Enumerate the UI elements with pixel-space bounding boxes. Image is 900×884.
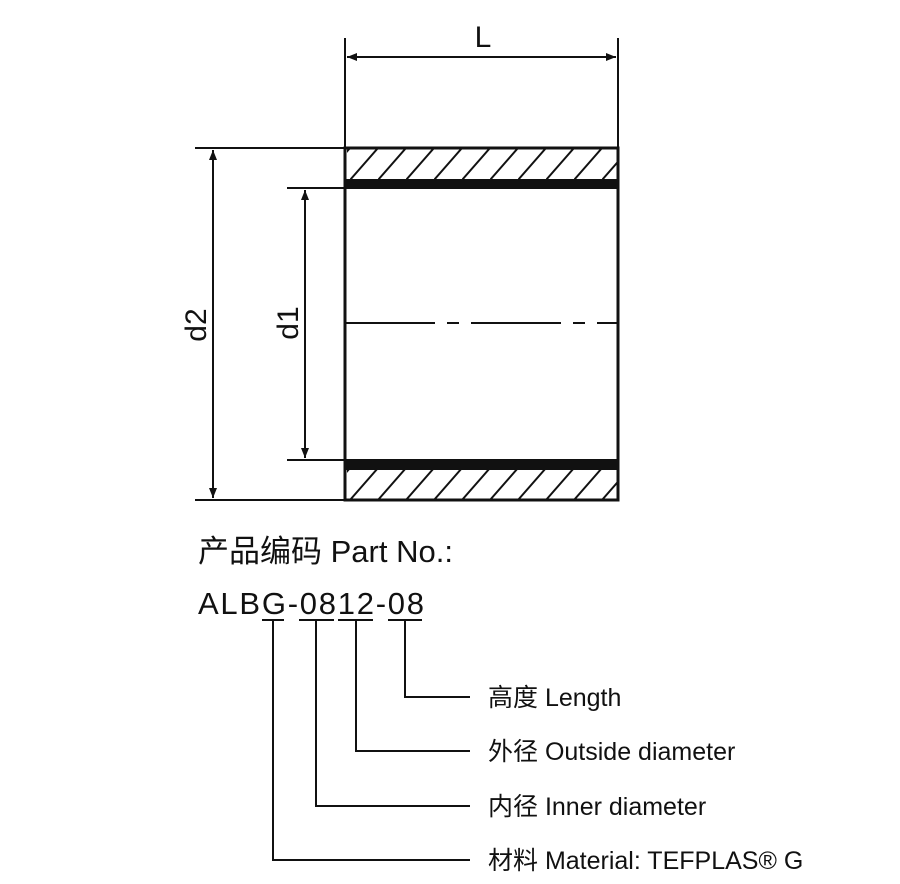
part-number-heading: 产品编码 Part No.: [198,534,453,569]
leader-lines [262,619,470,861]
legend: 高度 Length 外径 Outside diameter 内径 Inner d… [488,684,803,875]
d1-label: d1 [272,306,305,339]
legend-inner-diameter: 内径 Inner diameter [488,793,706,821]
legend-length: 高度 Length [488,684,621,712]
part-number-code: ALBG-0812-08 [198,586,424,621]
top-wall-hatch [347,149,617,180]
legend-material: 材料 Material: TEFPLAS® G [488,847,803,875]
top-liner [345,179,618,189]
length-label: L [475,21,492,54]
length-dimension: L [344,21,619,148]
d2-label: d2 [180,308,213,341]
bottom-liner [345,459,618,470]
outer-diameter-dimension: d2 [180,147,345,501]
legend-outside-diameter: 外径 Outside diameter [488,738,735,766]
bottom-wall-hatch [347,470,617,499]
bushing-section [343,146,620,502]
inner-diameter-dimension: d1 [272,187,345,461]
